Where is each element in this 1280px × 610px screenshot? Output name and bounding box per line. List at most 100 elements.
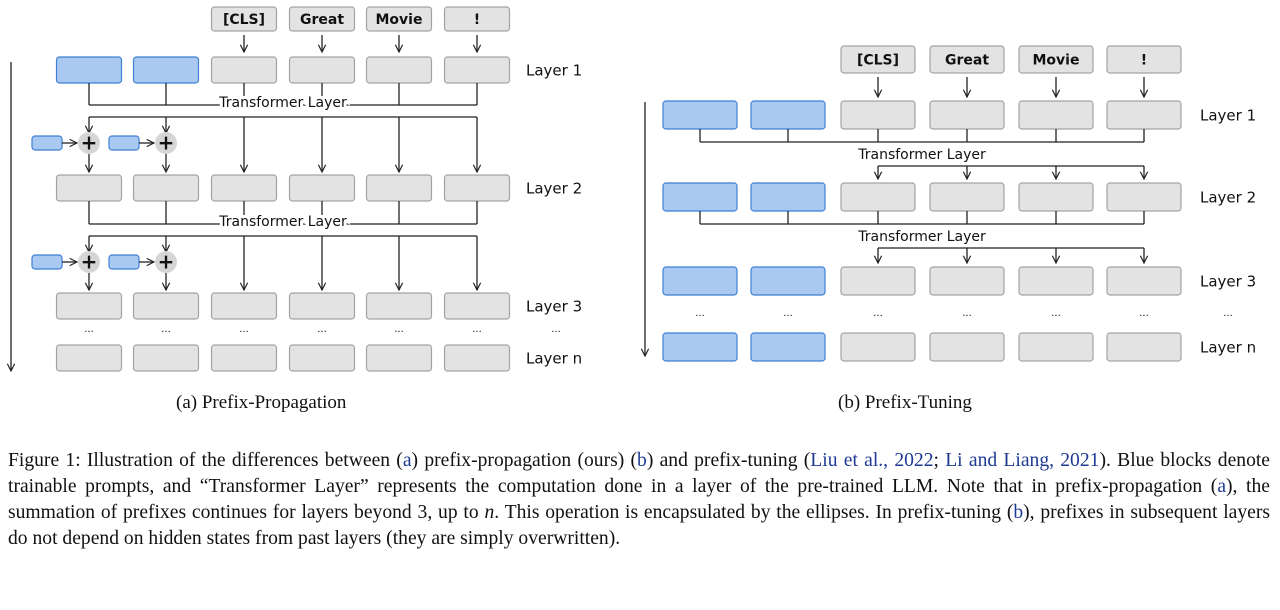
transformer-layer-label: Transformer Layer	[218, 214, 347, 230]
plus-symbol: +	[158, 250, 175, 274]
ellipsis: ...	[161, 324, 171, 335]
token-block	[929, 332, 1005, 362]
panel-b-caption: (b) Prefix-Tuning	[838, 392, 972, 413]
ellipsis: ...	[317, 324, 327, 335]
token-block	[132, 174, 200, 202]
input-token-label: !	[1141, 53, 1147, 69]
token-block	[1018, 182, 1094, 212]
token-block	[1106, 182, 1182, 212]
token-block	[55, 174, 123, 202]
ellipsis: ...	[962, 308, 972, 319]
input-token-label: [CLS]	[857, 53, 899, 69]
input-token-label: Movie	[1033, 53, 1080, 69]
token-block	[840, 182, 916, 212]
token-block	[365, 56, 433, 84]
prefix-block	[662, 100, 738, 130]
caption-text: ) and prefix-tuning (	[646, 450, 811, 471]
plus-icon	[78, 251, 100, 273]
prefix-block	[662, 182, 738, 212]
input-token-label: Great	[945, 53, 989, 69]
token-block	[1018, 100, 1094, 130]
math-variable: n	[484, 502, 495, 523]
ellipsis: ...	[783, 308, 793, 319]
caption-text: ;	[933, 450, 946, 471]
caption-text: ) prefix-propagation (ours) (	[411, 450, 638, 471]
input-token-box	[365, 6, 433, 32]
token-block	[443, 174, 511, 202]
input-token-box	[1106, 45, 1182, 74]
input-token-box	[210, 6, 278, 32]
ellipsis: ...	[873, 308, 883, 319]
ellipsis: ...	[1223, 308, 1233, 319]
plus-icon	[155, 132, 177, 154]
ref-panel-a[interactable]: a	[1217, 476, 1227, 497]
ref-panel-b[interactable]: b	[637, 450, 647, 471]
token-block	[210, 174, 278, 202]
input-token-box	[1018, 45, 1094, 74]
input-token-label: !	[474, 12, 480, 28]
ellipsis: ...	[472, 324, 482, 335]
ref-panel-a[interactable]: a	[402, 450, 412, 471]
prefix-block	[662, 266, 738, 296]
panel-a-caption: (a) Prefix-Propagation	[176, 392, 347, 413]
token-block	[443, 56, 511, 84]
token-block	[1018, 332, 1094, 362]
ellipsis: ...	[239, 324, 249, 335]
token-block	[132, 344, 200, 372]
plus-icon	[155, 251, 177, 273]
input-token-label: [CLS]	[223, 12, 265, 28]
token-block	[365, 174, 433, 202]
ellipsis: ...	[394, 324, 404, 335]
caption-text: ). Blue blocks denote trainable prompts,…	[8, 450, 1271, 497]
token-block	[365, 292, 433, 320]
token-block	[55, 292, 123, 320]
citation-link[interactable]: Li and Liang, 2021	[945, 450, 1100, 471]
figure-caption: Figure 1: Illustration of the difference…	[8, 448, 1270, 552]
caption-text: ), prefixes in subsequent layers do not …	[8, 502, 1270, 549]
ellipsis: ...	[1139, 308, 1149, 319]
token-block	[1106, 332, 1182, 362]
plus-symbol: +	[81, 131, 98, 155]
prefix-input-block	[31, 254, 63, 270]
token-block	[210, 344, 278, 372]
prefix-block	[132, 56, 200, 84]
caption-text: . This operation is encapsulated by the …	[494, 502, 1014, 523]
caption-text: Figure 1: Illustration of the difference…	[8, 450, 403, 471]
ellipsis: ...	[695, 308, 705, 319]
token-block	[840, 332, 916, 362]
token-block	[365, 344, 433, 372]
prefix-block	[55, 56, 123, 84]
transformer-layer-label: Transformer Layer	[857, 229, 986, 245]
prefix-input-block	[108, 254, 140, 270]
citation-link[interactable]: Liu et al., 2022	[810, 450, 934, 471]
token-block	[55, 344, 123, 372]
prefix-block	[750, 266, 826, 296]
prefix-input-block	[31, 135, 63, 151]
token-block	[1106, 100, 1182, 130]
input-token-box	[288, 6, 356, 32]
input-token-box	[443, 6, 511, 32]
token-block	[210, 292, 278, 320]
transformer-layer-label: Transformer Layer	[857, 147, 986, 163]
ref-panel-b[interactable]: b	[1013, 502, 1024, 523]
input-token-label: Movie	[376, 12, 423, 28]
input-token-box	[929, 45, 1005, 74]
layer-label: Layer n	[1200, 339, 1256, 357]
layer-label: Layer 3	[526, 298, 582, 316]
token-block	[1106, 266, 1182, 296]
prefix-input-block	[108, 135, 140, 151]
input-token-label: Great	[300, 12, 344, 28]
token-block	[288, 174, 356, 202]
token-block	[288, 56, 356, 84]
ellipsis: ...	[551, 324, 561, 335]
token-block	[288, 344, 356, 372]
token-block	[132, 292, 200, 320]
prefix-block	[750, 182, 826, 212]
layer-label: Layer 2	[1200, 189, 1256, 207]
input-token-box	[840, 45, 916, 74]
token-block	[1018, 266, 1094, 296]
ellipsis: ...	[84, 324, 94, 335]
caption-text: ), the summation of prefixes continues f…	[8, 476, 1270, 523]
layer-label: Layer 2	[526, 180, 582, 198]
